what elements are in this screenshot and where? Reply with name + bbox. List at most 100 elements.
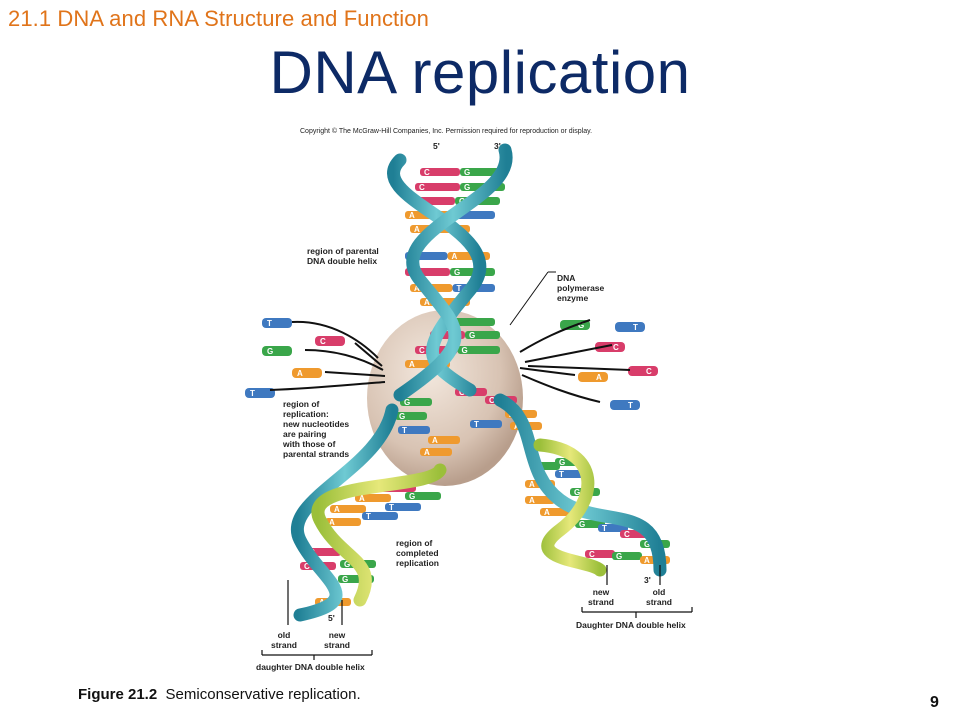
svg-text:G: G [559, 458, 565, 467]
replication-base-T: T [470, 420, 502, 429]
label-polymerase: DNA polymerase enzyme [557, 273, 605, 303]
figure-caption: Figure 21.2 Semiconservative replication… [78, 686, 361, 703]
page-number: 9 [930, 694, 939, 711]
replication-base-G: G [395, 412, 427, 421]
svg-text:T: T [559, 470, 564, 479]
svg-text:A: A [529, 496, 535, 505]
svg-text:A: A [329, 518, 335, 527]
left-daughter-base-T: T [385, 503, 421, 512]
free-nucleotide-A: A [578, 372, 608, 382]
left-daughter-base-G: G [405, 492, 441, 501]
nucleotide-arrows [269, 319, 631, 403]
label-new-strand-right: new strand [588, 587, 614, 607]
svg-text:G: G [616, 552, 622, 561]
svg-text:G: G [579, 520, 585, 529]
figure-number: Figure 21.2 [78, 686, 158, 703]
svg-text:A: A [432, 436, 438, 445]
svg-text:T: T [474, 420, 479, 429]
slide-title: DNA replication [269, 39, 691, 106]
free-nucleotide-C: C [628, 366, 658, 376]
parental-base-C: C [415, 183, 460, 192]
right-3-prime: 3' [644, 575, 651, 585]
free-nucleotide-G: G [262, 346, 292, 356]
svg-text:C: C [624, 530, 630, 539]
svg-text:G: G [399, 412, 405, 421]
right-daughter-base-G: G [575, 520, 605, 529]
free-nucleotide-T: T [262, 318, 292, 328]
right-daughter-base-A: A [525, 496, 555, 505]
label-old-strand-right: old strand [646, 587, 672, 607]
svg-text:T: T [389, 503, 394, 512]
free-nucleotide-T: T [610, 400, 640, 410]
left-5-prime: 5' [328, 613, 335, 623]
svg-text:A: A [596, 373, 602, 382]
right-new-strand [533, 438, 607, 577]
left-daughter-base-T: T [362, 512, 398, 521]
strand-brackets [261, 565, 693, 660]
svg-text:T: T [457, 284, 462, 293]
svg-text:G: G [469, 331, 475, 340]
right-daughter-base-C: C [585, 550, 615, 559]
copyright-notice: Copyright © The McGraw-Hill Companies, I… [300, 128, 593, 135]
svg-text:G: G [344, 560, 350, 569]
left-old-strand [291, 403, 399, 622]
svg-text:G: G [578, 321, 584, 330]
free-nucleotide-C: C [315, 336, 345, 346]
section-header: 21.1 DNA and RNA Structure and Function [8, 6, 429, 31]
replication-base-G: G [400, 398, 432, 407]
parental-base-G: G [465, 331, 500, 340]
label-completed-region: region of completed replication [396, 538, 439, 568]
label-replication-region: region of replication: new nucleotides a… [283, 399, 350, 459]
svg-text:G: G [454, 268, 460, 277]
label-old-strand-left: old strand [271, 630, 297, 650]
left-daughter-base-A: A [330, 505, 366, 514]
svg-text:T: T [267, 319, 272, 328]
svg-text:A: A [452, 252, 458, 261]
svg-text:C: C [646, 367, 652, 376]
svg-text:C: C [419, 346, 425, 355]
polymerase-leader [509, 271, 549, 326]
svg-text:A: A [424, 448, 430, 457]
svg-text:A: A [409, 360, 415, 369]
parental-base-G: G [460, 168, 500, 177]
svg-text:G: G [464, 168, 470, 177]
svg-text:A: A [334, 505, 340, 514]
top-3-prime: 3' [494, 141, 501, 151]
svg-text:T: T [602, 524, 607, 533]
svg-text:T: T [366, 512, 371, 521]
svg-text:A: A [409, 211, 415, 220]
svg-text:T: T [633, 323, 638, 332]
parental-backbone-2 [393, 143, 513, 402]
svg-text:G: G [644, 540, 650, 549]
svg-text:C: C [419, 183, 425, 192]
right-daughter-base-T: T [598, 524, 628, 533]
svg-text:C: C [304, 562, 310, 571]
svg-text:T: T [250, 389, 255, 398]
svg-text:A: A [644, 556, 650, 565]
svg-text:G: G [342, 575, 348, 584]
svg-text:A: A [544, 508, 550, 517]
free-nucleotide-T: T [245, 388, 275, 398]
free-nucleotide-A: A [292, 368, 322, 378]
svg-text:T: T [402, 426, 407, 435]
svg-text:C: C [613, 343, 619, 352]
label-parental-region: region of parental DNA double helix [307, 246, 379, 266]
free-nucleotide-C: C [595, 342, 625, 352]
parental-base-C: C [420, 168, 460, 177]
label-daughter-left: daughter DNA double helix [256, 662, 365, 672]
svg-text:G: G [574, 488, 580, 497]
replication-base-A: A [428, 436, 460, 445]
svg-text:G: G [409, 492, 415, 501]
svg-text:C: C [589, 550, 595, 559]
label-new-strand-left: new strand [324, 630, 350, 650]
parental-base-G: G [457, 346, 500, 355]
right-daughter-base-A: A [540, 508, 570, 517]
replication-base-A: A [420, 448, 452, 457]
figure-text: Semiconservative replication. [165, 686, 361, 703]
svg-text:C: C [320, 337, 326, 346]
svg-text:A: A [529, 480, 535, 489]
free-nucleotide-T: T [615, 322, 645, 332]
right-daughter-base-G: G [612, 552, 642, 561]
svg-text:A: A [414, 284, 420, 293]
